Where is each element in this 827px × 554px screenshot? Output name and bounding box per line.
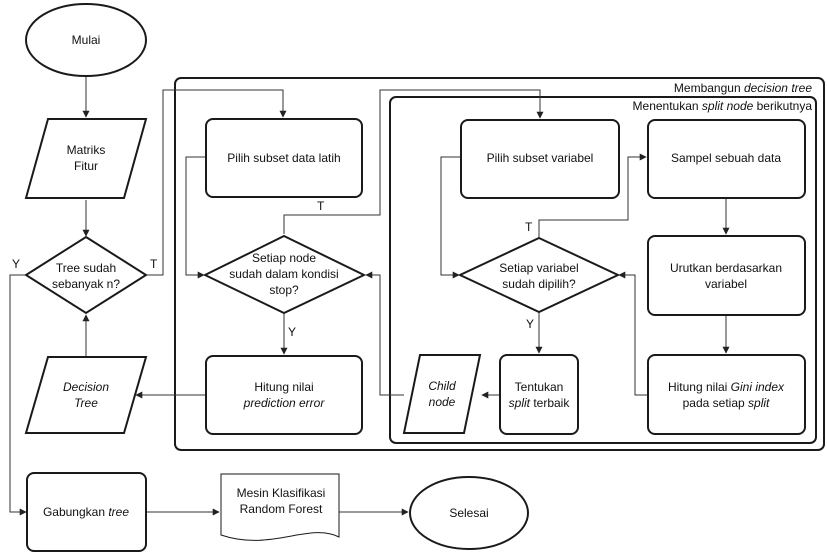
edge-label-var-no: T <box>525 220 533 234</box>
svg-text:sudah dalam kondisi: sudah dalam kondisi <box>229 267 338 281</box>
node-prediction-error: Hitung nilai prediction error <box>205 355 363 435</box>
svg-text:Pilih subset variabel: Pilih subset variabel <box>487 151 594 165</box>
svg-text:Hitung nilai Gini index: Hitung nilai Gini index <box>668 380 785 394</box>
svg-text:Mesin Klasifikasi: Mesin Klasifikasi <box>237 486 326 500</box>
svg-text:Selesai: Selesai <box>449 506 488 520</box>
node-combine-trees: Gabungkan tree <box>26 472 147 552</box>
svg-text:Random Forest: Random Forest <box>240 502 323 516</box>
edge-nodecheck-no-to-subsetvar <box>283 89 544 234</box>
node-best-split: Tentukan split terbaik <box>499 354 579 435</box>
group-build-decision-tree-title: Membangun decision tree <box>674 81 812 95</box>
node-stop-condition-check: Setiap node sudah dalam kondisi stop? <box>202 234 367 315</box>
svg-text:Setiap variabel: Setiap variabel <box>499 261 578 275</box>
svg-text:Urutkan berdasarkan: Urutkan berdasarkan <box>670 261 782 275</box>
node-select-variable-subset: Pilih subset variabel <box>460 119 620 199</box>
node-start: Mulai <box>25 3 147 77</box>
svg-text:split terbaik: split terbaik <box>509 396 571 410</box>
edge-subsetdata-to-nodecheck <box>185 156 206 279</box>
svg-text:Pilih subset data latih: Pilih subset data latih <box>227 151 340 165</box>
svg-text:pada setiap split: pada setiap split <box>683 396 770 410</box>
svg-text:Fitur: Fitur <box>74 159 98 173</box>
node-end: Selesai <box>409 476 529 550</box>
svg-text:Setiap node: Setiap node <box>252 251 316 265</box>
node-child-node: Child node <box>402 354 482 434</box>
group-build-decision-tree: Membangun decision tree <box>174 77 825 451</box>
svg-text:Decision: Decision <box>63 380 109 394</box>
edge-label-tree-yes: Y <box>12 257 20 271</box>
svg-text:Sampel sebuah data: Sampel sebuah data <box>671 151 781 165</box>
svg-text:node: node <box>429 395 456 409</box>
svg-text:Child: Child <box>428 379 456 393</box>
edge-treecheck-no-to-subsetdata <box>146 89 287 276</box>
edge-subsetvar-to-varcheck <box>440 156 461 279</box>
node-sample-data: Sampel sebuah data <box>647 119 806 199</box>
edge-childnode-to-nodecheck <box>365 271 404 396</box>
edges <box>9 76 730 516</box>
node-rf-classifier: Mesin Klasifikasi Random Forest <box>220 473 340 541</box>
svg-text:Tentukan: Tentukan <box>515 380 564 394</box>
svg-text:Matriks: Matriks <box>67 143 106 157</box>
node-select-training-subset: Pilih subset data latih <box>205 118 363 198</box>
node-feature-matrix: Matriks Fitur <box>24 118 148 199</box>
node-tree-count-check: Tree sudah sebanyak n? <box>24 235 148 315</box>
node-gini-index: Hitung nilai Gini index pada setiap spli… <box>647 354 806 435</box>
edge-label-tree-no: T <box>150 257 158 271</box>
svg-text:variabel: variabel <box>705 277 747 291</box>
group-split-node-title: Menentukan split node berikutnya <box>633 99 813 113</box>
edge-label-node-no: T <box>317 199 325 213</box>
svg-text:Mulai: Mulai <box>72 33 101 47</box>
edge-gini-to-varcheck <box>618 271 648 396</box>
svg-text:prediction error: prediction error <box>243 396 326 410</box>
svg-text:Hitung nilai: Hitung nilai <box>254 380 313 394</box>
node-variable-check: Setiap variabel sudah dipilih? <box>457 236 621 314</box>
group-split-node: Menentukan split node berikutnya <box>389 96 817 444</box>
node-decision-tree: Decision Tree <box>24 356 148 434</box>
svg-text:Tree: Tree <box>74 396 98 410</box>
node-sort-by-variable: Urutkan berdasarkan variabel <box>647 235 806 316</box>
svg-text:Tree sudah: Tree sudah <box>56 261 116 275</box>
edge-varcheck-no-to-sample <box>538 153 647 237</box>
svg-text:Gabungkan tree: Gabungkan tree <box>43 505 129 519</box>
edge-treecheck-yes-to-combine <box>9 274 27 516</box>
svg-text:sudah dipilih?: sudah dipilih? <box>502 277 576 291</box>
edge-label-var-yes: Y <box>526 317 534 331</box>
svg-text:stop?: stop? <box>269 283 299 297</box>
edge-label-node-yes: Y <box>288 325 296 339</box>
svg-text:sebanyak n?: sebanyak n? <box>52 277 120 291</box>
